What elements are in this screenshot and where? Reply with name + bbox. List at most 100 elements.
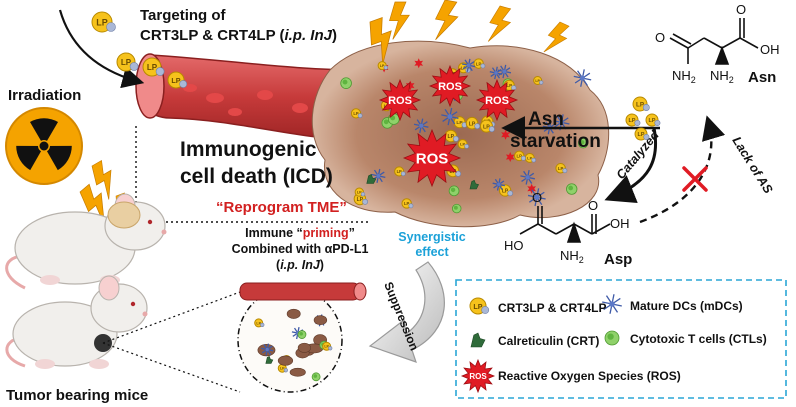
lp-particle-icon: LP [116, 52, 139, 72]
cytotoxic-t-cell-icon [577, 138, 589, 149]
lp-particle-icon: LP [625, 113, 641, 127]
legend-ctl-icon [604, 330, 620, 346]
tumor-cell-icon [313, 315, 328, 326]
targeting-line1: Targeting of [140, 7, 227, 24]
svg-text:LP: LP [469, 121, 476, 127]
svg-text:LP: LP [506, 83, 512, 88]
asn-starvation-line1: Asn [528, 109, 564, 130]
svg-text:LP: LP [638, 132, 645, 138]
legend-ctl-label: Cytotoxic T cells (CTLs) [630, 332, 767, 346]
lp-particle-icon: LP [142, 57, 165, 77]
dendritic-cell-icon [413, 118, 429, 134]
lp-particle-icon: LP [453, 116, 468, 129]
lp-particle-icon: LP [167, 71, 188, 89]
ros-burst-icon: ROS [378, 78, 422, 122]
dendritic-cell-icon [492, 178, 506, 191]
tumor-mass [311, 40, 610, 228]
svg-text:LP: LP [96, 18, 108, 28]
calreticulin-icon [469, 179, 479, 190]
red-blood-cell [292, 103, 308, 113]
dendritic-cell-icon [553, 114, 570, 131]
asp-label: Asp [604, 251, 632, 268]
asn-o1: O [655, 30, 665, 45]
svg-text:ROS: ROS [416, 150, 449, 167]
svg-text:LP: LP [397, 169, 402, 174]
svg-text:LP: LP [147, 63, 158, 72]
lp-particle-icon: LP [465, 116, 481, 130]
dendritic-cell-icon [441, 107, 459, 126]
lp-particle-icon: LP [473, 58, 486, 69]
asn-starvation-line2: starvation [510, 131, 601, 152]
icd-line2: cell death (ICD) [180, 165, 333, 188]
lp-particle-icon: LP [634, 127, 650, 141]
dendritic-cell-icon [462, 58, 476, 72]
asp-o1: O [532, 190, 542, 205]
ros-burst-icon: ROS [475, 78, 519, 122]
asp-ho: HO [504, 238, 524, 253]
lightning-bolt-icon [91, 159, 112, 200]
svg-text:LP: LP [502, 188, 509, 194]
tumor-cell-icon [277, 355, 294, 366]
svg-text:LP: LP [324, 345, 329, 349]
lightning-bolt-icon [369, 16, 392, 65]
svg-text:LP: LP [460, 142, 465, 147]
small-ros-icon [505, 152, 515, 162]
calreticulin-icon [265, 356, 274, 364]
lp-particle-icon: LP [91, 11, 116, 33]
asp-o2: O [588, 198, 598, 213]
dendritic-cell-icon [261, 343, 274, 356]
svg-text:LP: LP [527, 155, 532, 160]
small-ros-icon [414, 58, 424, 69]
dendritic-cell-icon [489, 66, 503, 80]
tumor-cell-icon [286, 308, 301, 319]
svg-text:LP: LP [517, 154, 523, 159]
tumor-contents: LPLPLPLPLPLPLPLPLPLPLPLPLPLPLPLPLPLPLPLP… [340, 58, 592, 214]
tumor-bearing-mice-label: Tumor bearing mice [6, 387, 148, 404]
asn-label: Asn [748, 69, 776, 86]
svg-text:LP: LP [256, 321, 261, 325]
dotted-connector [102, 342, 241, 393]
legend-lp-icon: LP [469, 297, 490, 315]
reprogram-tme-label: “Reprogram TME” [216, 199, 347, 216]
lp-particle-icon: LP [350, 108, 363, 119]
svg-text:LP: LP [476, 61, 482, 66]
lp-particle-icon: LP [322, 341, 333, 351]
dendritic-cell-icon [527, 188, 546, 207]
tumor-on-mouse [107, 201, 141, 229]
svg-text:LP: LP [473, 302, 482, 311]
legend-ros-label: Reactive Oxygen Species (ROS) [498, 369, 681, 383]
asp-oh: OH [610, 216, 630, 231]
lp-particle-icon: LP [555, 163, 568, 174]
asp-structure [519, 206, 611, 243]
lightning-bolt-icon [389, 1, 410, 40]
red-blood-cell [228, 108, 242, 116]
ros-burst-icon: ROS [428, 64, 472, 108]
lp-particle-icon: LP [277, 363, 288, 373]
lp-particle-icon: LP [401, 198, 414, 209]
svg-text:ROS: ROS [469, 372, 487, 381]
suppression-arrow [368, 261, 445, 363]
lightning-bolt-icon [487, 5, 512, 42]
lp-particle-icon: LP [479, 119, 495, 133]
svg-text:LP: LP [636, 101, 644, 108]
cytotoxic-t-cell-icon [452, 203, 462, 214]
calreticulin-icon [366, 174, 377, 184]
irradiation-label: Irradiation [8, 87, 81, 104]
tumor-cell-icon [297, 342, 311, 353]
tumor-cell-icon [289, 367, 306, 377]
lp-particle-icon: LP [498, 184, 514, 197]
lp-particle-icon: LP [354, 187, 366, 197]
legend-ros-icon: ROS [460, 358, 496, 394]
lightning-bolt-icon [435, 0, 459, 41]
asp-nh2: NH2 [560, 248, 584, 265]
lp-particle-icon: LP [377, 61, 388, 71]
asn-o2: O [736, 2, 746, 17]
lack-of-as-label: Lack of AS [729, 134, 775, 196]
targeting-label: Targeting of CRT3LP & CRT4LP (i.p. InJ) [140, 7, 337, 44]
dendritic-cell-icon [573, 69, 592, 87]
cytotoxic-t-cell-icon [448, 185, 460, 197]
svg-text:LP: LP [629, 118, 636, 124]
